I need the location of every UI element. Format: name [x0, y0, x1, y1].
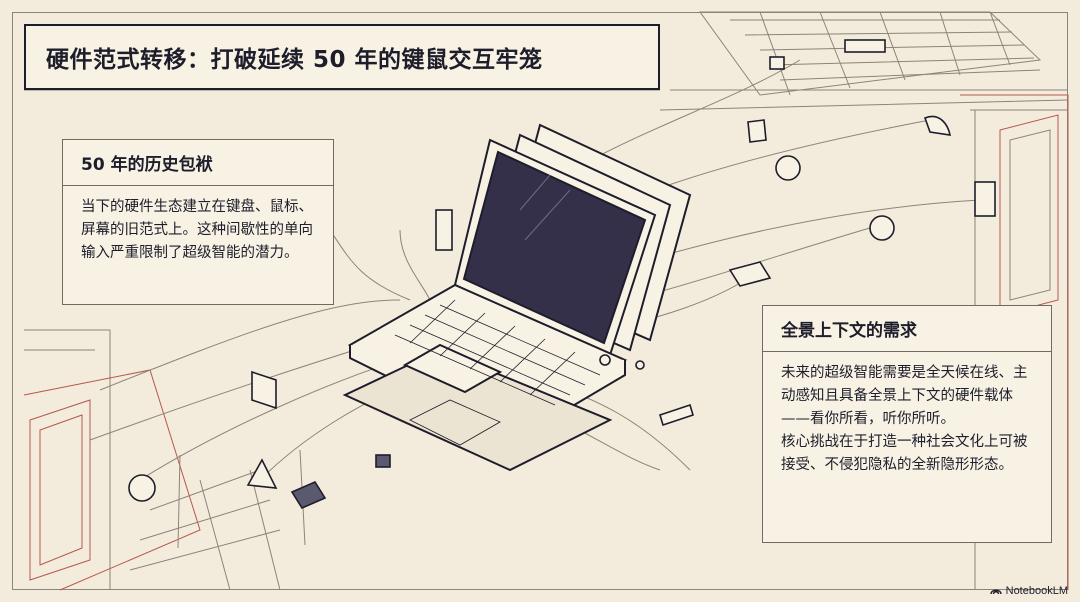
context-needs-text-1: 未来的超级智能需要是全天候在线、主动感知且具备全景上下文的硬件载体——看你所看，…: [781, 365, 1028, 427]
brand-watermark: NotebookLM: [989, 585, 1068, 597]
context-needs-text-2: 核心挑战在于打造一种社会文化上可被接受、不侵犯隐私的全新隐形形态。: [781, 434, 1028, 473]
history-burden-heading: 50 年的历史包袱: [63, 140, 333, 186]
history-burden-text: 当下的硬件生态建立在键盘、鼠标、屏幕的旧范式上。这种间歇性的单向输入严重限制了超…: [81, 199, 313, 261]
brand-name: NotebookLM: [1005, 585, 1068, 597]
notebooklm-logo-icon: [989, 589, 1002, 595]
context-needs-card: 全景上下文的需求 未来的超级智能需要是全天候在线、主动感知且具备全景上下文的硬件…: [762, 305, 1052, 543]
history-burden-card: 50 年的历史包袱 当下的硬件生态建立在键盘、鼠标、屏幕的旧范式上。这种间歇性的…: [62, 139, 334, 305]
page-title: 硬件范式转移：打破延续 50 年的键鼠交互牢笼: [46, 47, 543, 73]
context-needs-heading: 全景上下文的需求: [763, 306, 1051, 352]
title-banner: 硬件范式转移：打破延续 50 年的键鼠交互牢笼: [24, 24, 660, 90]
